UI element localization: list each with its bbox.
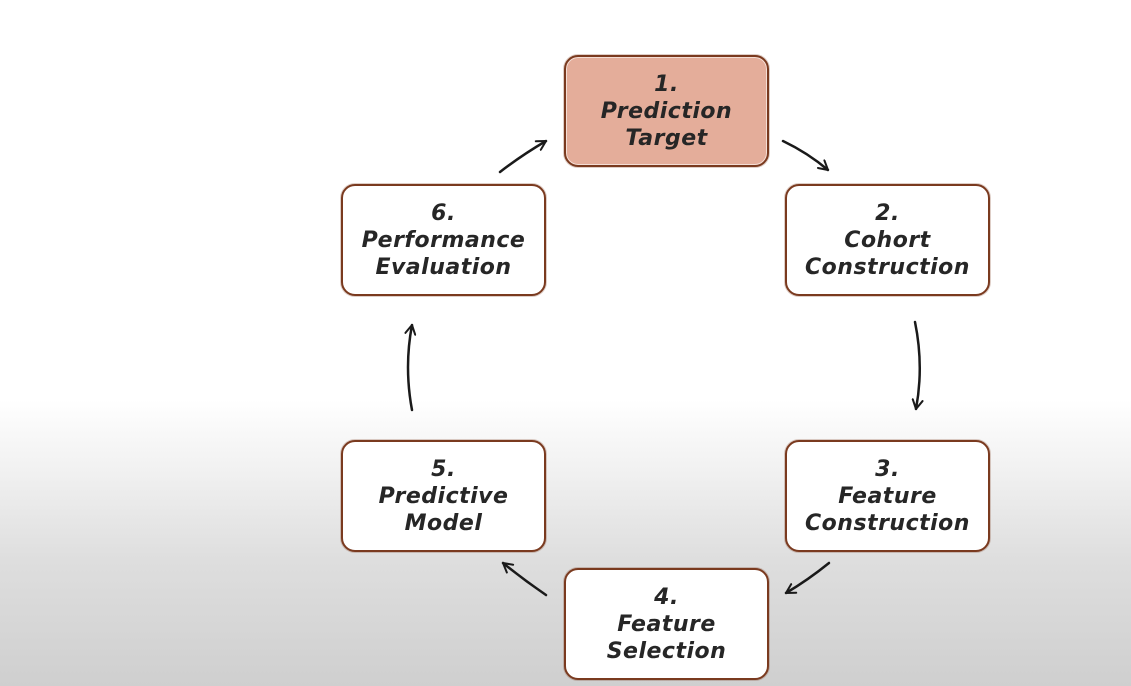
arrow-5-to-6 [404, 323, 417, 412]
arrow-2-to-3 [911, 320, 924, 411]
step-performance-evaluation: 6. Performance Evaluation [341, 184, 546, 296]
step-number: 5. [431, 456, 456, 482]
step-number: 1. [654, 71, 679, 97]
step-label-line: Model [404, 510, 483, 536]
arrow-6-to-1 [498, 139, 548, 174]
step-label-line: Evaluation [375, 254, 512, 280]
step-label-line: Prediction [600, 98, 733, 124]
step-label-line: Feature [617, 611, 716, 637]
step-label-line: Performance [361, 227, 526, 253]
step-label-line: Target [625, 125, 708, 151]
step-label-line: Cohort [844, 227, 931, 253]
step-cohort-construction: 2. Cohort Construction [785, 184, 990, 296]
arrow-3-to-4 [784, 561, 831, 595]
step-label-line: Predictive [378, 483, 509, 509]
arrow-1-to-2 [781, 139, 830, 172]
step-prediction-target: 1. Prediction Target [564, 55, 769, 167]
step-number: 4. [654, 584, 679, 610]
step-number: 6. [431, 200, 456, 226]
step-label-line: Feature [838, 483, 937, 509]
step-number: 2. [875, 200, 900, 226]
step-number: 3. [875, 456, 900, 482]
step-label-line: Construction [805, 254, 970, 280]
step-label-line: Construction [805, 510, 970, 536]
step-label-line: Selection [606, 638, 727, 664]
arrow-4-to-5 [501, 561, 548, 597]
step-predictive-model: 5. Predictive Model [341, 440, 546, 552]
step-feature-construction: 3. Feature Construction [785, 440, 990, 552]
step-feature-selection: 4. Feature Selection [564, 568, 769, 680]
